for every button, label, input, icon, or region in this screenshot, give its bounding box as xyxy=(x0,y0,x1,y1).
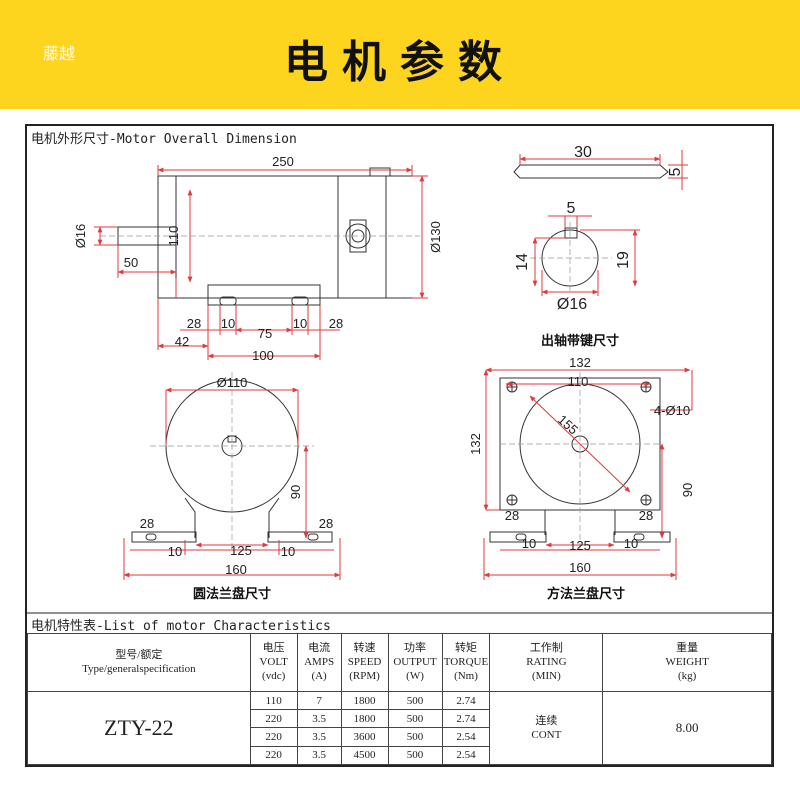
round-h90: 90 xyxy=(288,485,303,499)
cell-output: 500 xyxy=(387,690,443,711)
sq-125: 125 xyxy=(569,538,591,553)
square-flange-caption: 方法兰盘尺寸 xyxy=(547,586,625,602)
shaft-key-drawing xyxy=(513,164,669,287)
key-t5: 5 xyxy=(667,167,684,176)
key-w30: 30 xyxy=(574,144,592,161)
model-name: ZTY-22 xyxy=(27,690,251,766)
round-dia110: Ø110 xyxy=(217,375,248,390)
sq-28-right: 28 xyxy=(639,508,653,523)
round-28-right: 28 xyxy=(319,516,333,531)
cell-amps: 7 xyxy=(296,690,342,711)
sq-w132: 132 xyxy=(569,355,591,370)
characteristics-section-label: 电机特性表-List of motor Characteristics xyxy=(31,619,331,634)
dimension-section-label: 电机外形尺寸-Motor Overall Dimension xyxy=(31,132,297,147)
dim-75: 75 xyxy=(258,326,272,341)
cell-amps: 3.5 xyxy=(296,709,342,729)
cell-output: 500 xyxy=(387,727,443,747)
brand-name: 藤越 xyxy=(43,44,76,63)
round-10-left: 10 xyxy=(168,544,182,559)
cell-speed: 1800 xyxy=(340,690,389,711)
round-10-right: 10 xyxy=(281,544,295,559)
cell-torque: 2.74 xyxy=(441,709,491,729)
page-title: 电机参数 xyxy=(284,37,516,88)
dim-dia16: Ø16 xyxy=(73,224,88,249)
cell-speed: 3600 xyxy=(340,727,389,747)
round-125: 125 xyxy=(230,543,252,558)
key-h19: 19 xyxy=(615,251,632,269)
side-dim-lines xyxy=(94,165,428,360)
sq-160: 160 xyxy=(569,560,591,575)
sq-28-left: 28 xyxy=(505,508,519,523)
round-28-left: 28 xyxy=(140,516,154,531)
cell-volt: 220 xyxy=(249,745,298,766)
round-flange-caption: 圆法兰盘尺寸 xyxy=(193,586,271,602)
round-160: 160 xyxy=(225,562,247,577)
sq-d110: 110 xyxy=(568,374,589,389)
cell-volt: 110 xyxy=(249,690,298,711)
cell-volt: 220 xyxy=(249,727,298,747)
sq-h90: 90 xyxy=(680,483,695,497)
dim-height110: 110 xyxy=(166,226,181,247)
weight-value: 8.00 xyxy=(602,690,772,766)
dim-length: 250 xyxy=(272,154,294,169)
dim-100: 100 xyxy=(252,348,274,363)
table-row: 220 3.5 4500 500 2.54 xyxy=(28,745,772,766)
cell-output: 500 xyxy=(387,745,443,766)
key-5: 5 xyxy=(567,200,576,217)
cell-speed: 4500 xyxy=(340,745,389,766)
table-row: 220 3.5 1800 500 2.74 xyxy=(28,709,772,729)
dim-10-left: 10 xyxy=(221,316,235,331)
dim-dia130: Ø130 xyxy=(428,221,443,253)
dim-28-left: 28 xyxy=(187,316,201,331)
dim-42: 42 xyxy=(175,334,189,349)
cell-speed: 1800 xyxy=(340,709,389,729)
dim-shaft50: 50 xyxy=(124,255,138,270)
cell-output: 500 xyxy=(387,709,443,729)
cell-torque: 2.54 xyxy=(441,727,491,747)
cell-torque: 2.54 xyxy=(441,745,491,766)
key-h14: 14 xyxy=(514,253,531,271)
cell-amps: 3.5 xyxy=(296,727,342,747)
sq-holes: 4-Ø10 xyxy=(654,403,690,418)
sq-10-left: 10 xyxy=(522,536,536,551)
sq-diag155: 155 xyxy=(555,412,581,438)
dim-28-right: 28 xyxy=(329,316,343,331)
cell-torque: 2.74 xyxy=(441,690,491,711)
sq-10-right: 10 xyxy=(624,536,638,551)
cell-volt: 220 xyxy=(249,709,298,729)
key-dia16: Ø16 xyxy=(557,296,587,313)
dim-10-right: 10 xyxy=(293,316,307,331)
header-banner xyxy=(0,0,800,109)
motor-side-view xyxy=(117,167,412,306)
sq-h132: 132 xyxy=(468,433,483,455)
shaft-key-caption: 出轴带键尺寸 xyxy=(541,333,619,349)
cell-amps: 3.5 xyxy=(296,745,342,766)
spec-sheet-frame xyxy=(25,124,774,767)
